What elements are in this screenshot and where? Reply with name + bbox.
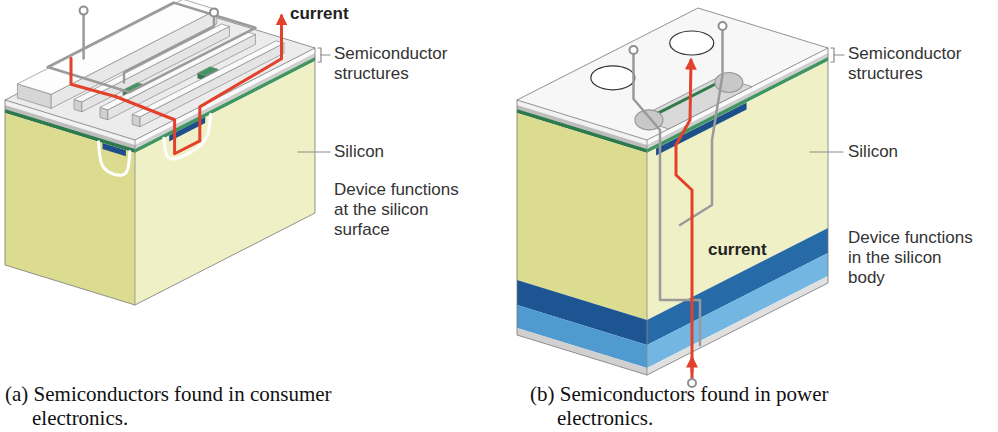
current-path — [676, 60, 692, 372]
terminal — [210, 8, 218, 16]
power-device-block — [517, 8, 844, 387]
well-outline — [99, 142, 130, 176]
note-label: Device functions at the silicon surface — [334, 180, 466, 240]
contact-opening — [670, 31, 714, 55]
block-outline — [517, 48, 828, 375]
wire — [48, 3, 256, 93]
block-edge — [135, 140, 136, 305]
side-layer — [517, 328, 647, 375]
current-arrow — [691, 358, 694, 378]
current-label: current — [290, 4, 349, 24]
terminal — [719, 22, 727, 30]
terminal — [80, 7, 88, 15]
well-outline — [164, 114, 211, 159]
doped-region — [656, 102, 747, 155]
side-layer — [5, 113, 135, 305]
note-label: Device functions in the silicon body — [848, 228, 980, 288]
side-layer — [647, 253, 828, 368]
wire — [82, 15, 85, 59]
figure-caption: (a) Semiconductors found in consumer ele… — [5, 382, 412, 430]
material-label: Silicon — [848, 142, 968, 162]
leader-line — [810, 151, 843, 152]
wire — [124, 16, 214, 82]
material-label: Silicon — [334, 142, 454, 162]
side-layer — [647, 276, 828, 375]
top-face — [517, 8, 828, 140]
layer-label: Semiconductor structures — [848, 44, 968, 84]
current-path — [71, 58, 116, 97]
surface-device-block — [5, 0, 330, 305]
leader-line — [321, 54, 330, 55]
figure-caption: (b) Semiconductors found in power electr… — [530, 382, 917, 430]
current-path — [116, 16, 281, 154]
current-label: current — [708, 240, 767, 260]
contact-opening — [591, 66, 635, 90]
leader-line — [298, 151, 330, 152]
doped-region — [103, 143, 126, 156]
layer-label: Semiconductor structures — [334, 44, 454, 84]
terminal — [630, 46, 638, 54]
leader-line — [834, 54, 844, 55]
block-edge — [647, 140, 648, 375]
